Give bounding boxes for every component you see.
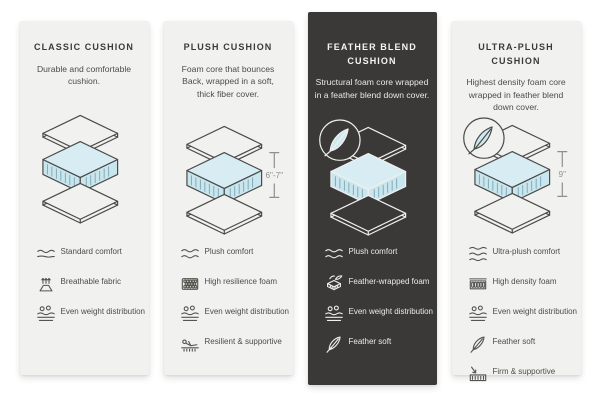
cushion-card-feather-blend: FEATHER BLEND CUSHION Structural foam co…: [307, 12, 437, 385]
breathable-icon: [35, 273, 61, 295]
card-title: CLASSIC CUSHION: [33, 42, 134, 52]
feature-row: Feather soft: [323, 333, 435, 355]
feature-row: Even weight distribution: [35, 303, 147, 325]
feature-row: Feather-wrapped foam: [323, 273, 435, 295]
feature-label: Feather soft: [348, 337, 392, 346]
feature-row: Breathable fabric: [35, 273, 147, 295]
bottom-cover-layer: [330, 194, 407, 236]
double-wave-icon: [179, 243, 205, 265]
cushion-layers-illustration: 9": [463, 117, 568, 234]
even-weight-icon: [35, 303, 61, 325]
coil-foam-icon: [467, 273, 493, 295]
dimension-label: 6"-7": [265, 171, 283, 180]
feature-label: High density foam: [492, 277, 557, 286]
feature-label: High resilience foam: [204, 277, 277, 286]
bottom-cover-layer: [42, 182, 119, 224]
feature-row: Plush comfort: [179, 243, 291, 265]
feature-row: Even weight distribution: [179, 303, 291, 325]
even-weight-icon: [179, 303, 205, 325]
feature-label: Feather soft: [492, 337, 536, 346]
feature-label: Feather-wrapped foam: [348, 277, 430, 286]
feature-label: Breathable fabric: [60, 277, 121, 286]
dimension-indicator: 6"-7": [265, 152, 283, 198]
cushion-layers-illustration: [319, 119, 407, 236]
feature-row: Standard comfort: [35, 243, 147, 265]
feature-label: Even weight distribution: [60, 307, 146, 316]
feature-label: Resilient & supportive: [204, 337, 282, 346]
recline-support-icon: [179, 333, 205, 355]
cushion-card-classic: CLASSIC CUSHION Durable and comfortable …: [19, 21, 149, 375]
triple-wave-icon: [467, 243, 493, 265]
firm-support-icon: [467, 363, 493, 385]
feature-label: Standard comfort: [60, 247, 122, 256]
feature-row: Even weight distribution: [467, 303, 579, 325]
illustration-wrap: 6"-7": [164, 112, 293, 238]
bottom-cover-layer: [186, 193, 263, 235]
feather-icon: [467, 333, 493, 355]
card-title: PLUSH CUSHION: [183, 42, 273, 52]
card-description: Foam core that bounces Back, wrapped in …: [181, 63, 275, 99]
feature-row: Resilient & supportive: [179, 333, 291, 355]
card-description: Structural foam core wrapped in a feathe…: [314, 77, 430, 100]
feature-label: Plush comfort: [348, 247, 398, 256]
feature-label: Plush comfort: [204, 247, 254, 256]
foam-core-layer: [42, 141, 119, 193]
cushion-card-plush: PLUSH CUSHION Foam core that bounces Bac…: [163, 21, 293, 375]
feature-label: Even weight distribution: [492, 307, 578, 316]
feature-label: Even weight distribution: [348, 307, 434, 316]
foam-cells-icon: [179, 273, 205, 295]
double-wave-icon: [323, 243, 349, 265]
feature-row: Firm & supportive: [467, 363, 579, 385]
dimension-indicator: 9": [557, 151, 568, 197]
top-cover-layer: [186, 125, 263, 167]
feature-row: High density foam: [467, 273, 579, 295]
single-wave-icon: [35, 243, 61, 265]
even-weight-icon: [323, 303, 349, 325]
card-description: Durable and comfortable cushion.: [36, 63, 132, 87]
card-title: FEATHER BLEND CUSHION: [327, 42, 417, 66]
illustration-wrap: [20, 101, 149, 227]
feather-badge-icon: [463, 117, 505, 159]
feature-row: Ultra-plush comfort: [467, 243, 579, 265]
cushion-card-ultra-plush: ULTRA-PLUSH CUSHION Highest density foam…: [451, 21, 581, 382]
bottom-cover-layer: [474, 192, 551, 234]
feather-foam-icon: [323, 273, 349, 295]
feature-row: Plush comfort: [323, 243, 435, 265]
feather-badge-icon: [319, 119, 361, 161]
illustration-wrap: [308, 113, 437, 239]
feature-row: Even weight distribution: [323, 303, 435, 325]
card-description: Highest density foam core wrapped in fea…: [466, 77, 566, 113]
feature-label: Firm & supportive: [492, 367, 556, 376]
cushion-layers-illustration: [42, 114, 119, 224]
cushion-layers-illustration: 6"-7": [186, 125, 283, 235]
illustration-wrap: 9": [452, 111, 581, 237]
feature-row: Feather soft: [467, 333, 579, 355]
feature-label: Ultra-plush comfort: [492, 247, 561, 256]
feature-label: Even weight distribution: [204, 307, 290, 316]
foam-core-layer: [474, 151, 551, 203]
dimension-label: 9": [559, 170, 567, 179]
cushion-comparison-row: CLASSIC CUSHION Durable and comfortable …: [19, 12, 581, 385]
even-weight-icon: [467, 303, 493, 325]
feather-icon: [323, 333, 349, 355]
feature-row: High resilience foam: [179, 273, 291, 295]
card-title: ULTRA-PLUSH CUSHION: [478, 42, 554, 66]
